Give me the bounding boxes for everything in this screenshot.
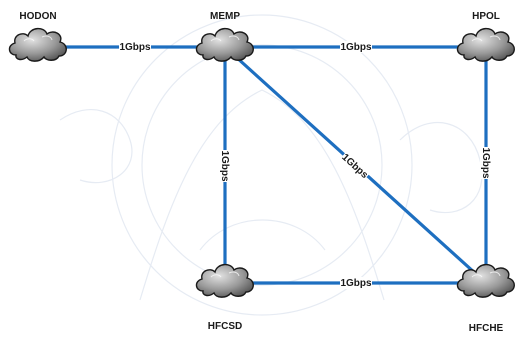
link-label: 1Gbps xyxy=(219,150,230,182)
link-label: 1Gbps xyxy=(119,42,151,53)
cloud-icon xyxy=(456,263,515,298)
node-label: HFCHE xyxy=(469,323,504,334)
cloud-icon xyxy=(456,27,515,62)
node-hodon: HODON xyxy=(8,11,67,62)
link-label-background xyxy=(219,150,231,182)
node-hfcsd: HFCSD xyxy=(195,263,254,332)
link-label-background xyxy=(340,277,372,289)
link-label: 1Gbps xyxy=(480,147,491,179)
link-label-group-hfcsd-hfche: 1Gbps xyxy=(340,277,372,289)
node-label: HPOL xyxy=(472,11,500,22)
link-label-group-memp-hfche: 1Gbps xyxy=(339,150,371,182)
link-label: 1Gbps xyxy=(340,42,372,53)
link-label: 1Gbps xyxy=(339,152,370,181)
nodes-layer: HODON MEMP HPOL HFCSD HFCHE xyxy=(8,11,515,334)
link-label-background xyxy=(119,41,151,53)
link-label-background xyxy=(339,150,371,182)
node-hfche: HFCHE xyxy=(456,263,515,334)
node-label: HODON xyxy=(19,11,56,22)
link-label: 1Gbps xyxy=(340,278,372,289)
link-label-group-hodon-memp: 1Gbps xyxy=(119,41,151,53)
links-layer xyxy=(36,45,488,285)
link-label-group-hpol-hfche: 1Gbps xyxy=(480,147,492,179)
node-label: MEMP xyxy=(210,11,240,22)
node-label: HFCSD xyxy=(208,321,242,332)
cloud-icon xyxy=(195,27,254,62)
link-label-background xyxy=(480,147,492,179)
link-labels-layer: 1Gbps 1Gbps 1Gbps 1Gbps 1Gbps 1Gbps xyxy=(119,41,492,289)
cloud-icon xyxy=(8,27,67,62)
node-hpol: HPOL xyxy=(456,11,515,62)
link-label-group-memp-hpol: 1Gbps xyxy=(340,41,372,53)
node-memp: MEMP xyxy=(195,11,254,62)
cloud-icon xyxy=(195,263,254,298)
link-label-background xyxy=(340,41,372,53)
link-label-group-memp-hfcsd: 1Gbps xyxy=(219,150,231,182)
background-watermark xyxy=(59,14,483,316)
